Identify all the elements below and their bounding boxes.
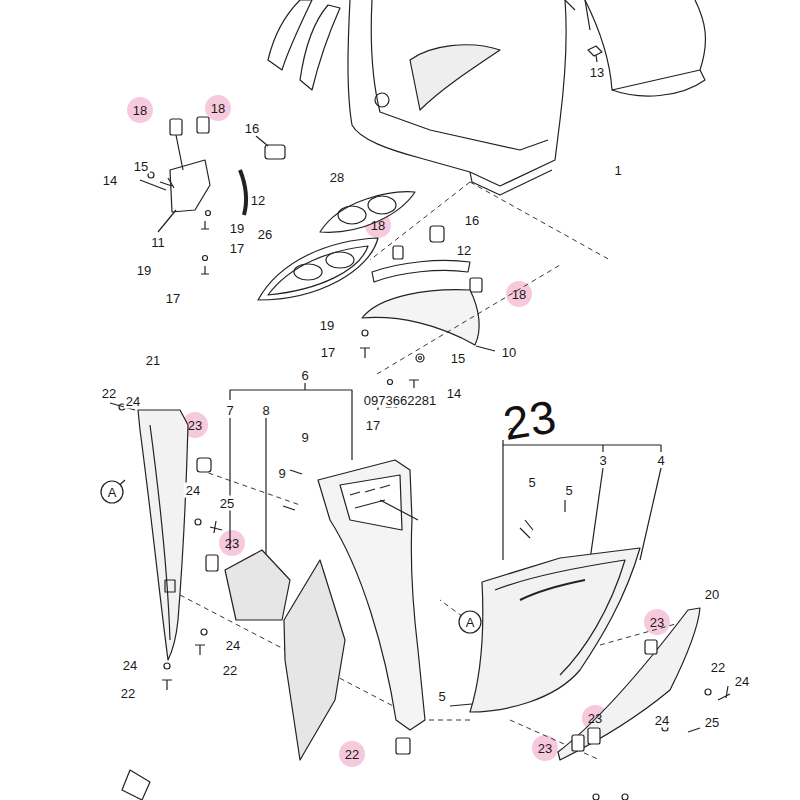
phone-watermark: 23 [500,393,560,447]
callout-number: 24 [733,674,751,689]
callout-number: 11 [149,235,167,250]
callout-number: 15 [449,351,467,366]
callout-number: 25 [703,715,721,730]
callout-number: 23 [536,741,554,756]
callout-number: 24 [121,658,139,673]
callout-number: 5 [563,483,574,498]
callout-number: 9 [276,466,287,481]
callout-number: 17 [164,291,182,306]
callout-number: 14 [445,386,463,401]
callout-number: 21 [144,353,162,368]
callout-number: 5 [436,689,447,704]
callout-number: 23 [186,418,204,433]
callout-number: 18 [209,101,227,116]
callout-number: 5 [526,475,537,490]
callout-number: 8 [260,403,271,418]
callout-number: 22 [343,747,361,762]
callout-number: 15 [132,159,150,174]
callout-number: 28 [328,170,346,185]
callout-number: 18 [510,287,528,302]
callout-number: 3 [597,453,608,468]
callout-number: 22 [709,660,727,675]
callout-number: 22 [100,386,118,401]
callout-number: 23 [586,711,604,726]
callout-number: 25 [218,496,236,511]
callout-number: 23 [648,615,666,630]
callout-number: 16 [463,213,481,228]
callout-number: 23 [223,536,241,551]
callout-number: 4 [655,453,666,468]
callout-number: 9 [299,430,310,445]
callout-number: 26 [256,227,274,242]
callout-number: 6 [299,368,310,383]
callout-number: 14 [101,173,119,188]
callout-number: 18 [369,218,387,233]
callout-number: A [106,485,119,500]
callout-number: 7 [224,403,235,418]
highlight-marks [127,95,670,767]
callout-number: 1 [612,163,623,178]
callout-number: 24 [653,713,671,728]
callout-number: 20 [703,587,721,602]
callout-number: 12 [249,193,267,208]
callout-number: 19 [228,221,246,236]
callout-number: 22 [119,686,137,701]
callout-number: 13 [588,65,606,80]
callout-number: 0973662281 [362,393,438,408]
callout-number: 16 [243,121,261,136]
callout-number: 19 [135,263,153,278]
callout-number: 12 [455,243,473,258]
callout-number: 17 [319,345,337,360]
callout-number: A [464,615,477,630]
callout-number: 18 [131,103,149,118]
callout-number: 24 [124,394,142,409]
callout-number: 19 [318,318,336,333]
callout-number: 22 [221,663,239,678]
callout-number: 10 [500,345,518,360]
callout-number: 17 [364,418,382,433]
callout-number: 17 [228,241,246,256]
callout-number: 24 [184,483,202,498]
callout-number: 24 [224,638,242,653]
